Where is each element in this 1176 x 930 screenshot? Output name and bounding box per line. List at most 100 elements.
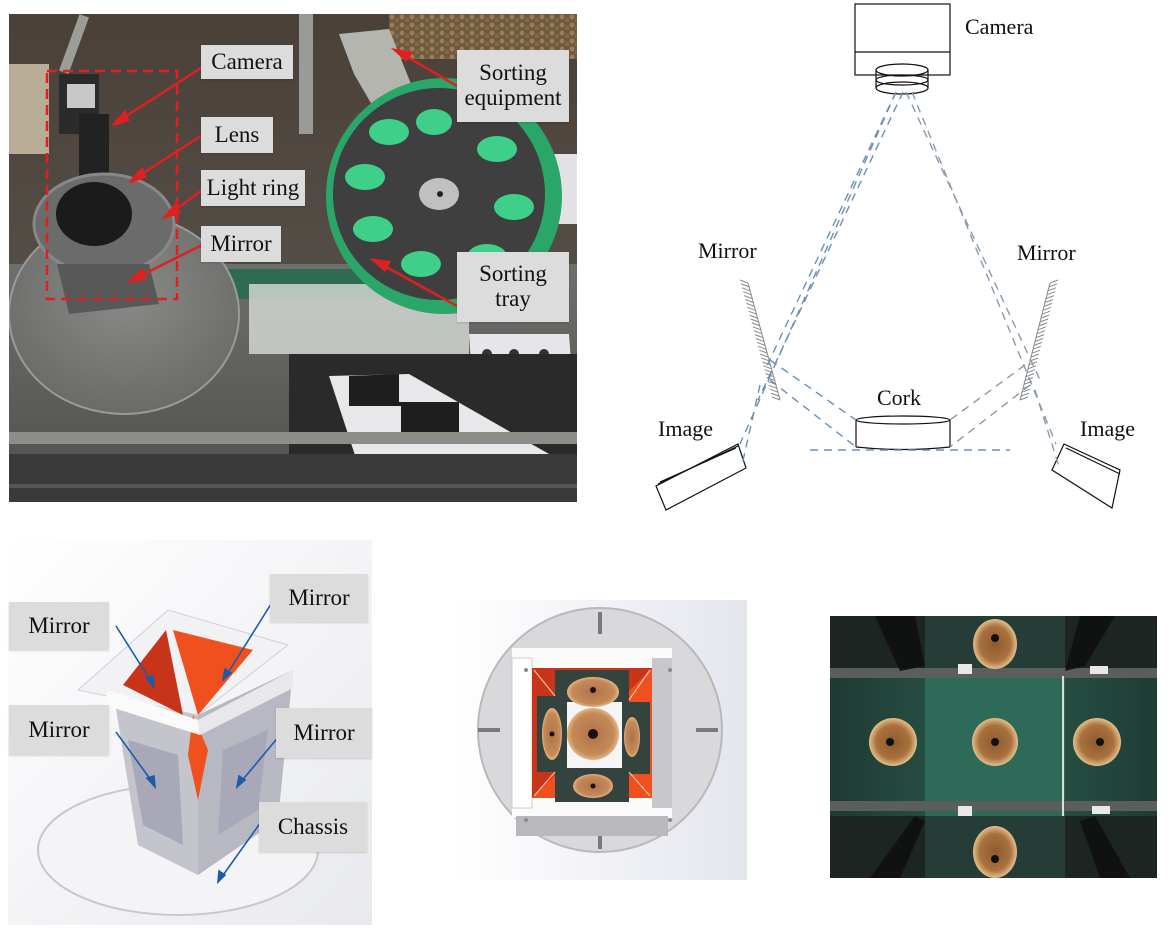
optics-label-camera: Camera (965, 14, 1034, 39)
photo-label-light-ring: Light ring (201, 170, 305, 206)
mirror-hatch-line (1036, 330, 1046, 335)
mirror-hatch-line (743, 291, 752, 296)
mirror-hatch-line (741, 287, 751, 292)
optics-diagram (655, 3, 1121, 511)
cad-label-mirror-top-left: Mirror (9, 602, 109, 650)
top-view-panel (452, 600, 747, 880)
mirror-hatch-line (754, 334, 764, 339)
label-text: Mirror (288, 584, 350, 610)
mirror-hatch-line (747, 306, 756, 311)
captured-image (830, 616, 1157, 878)
label-text: Camera (211, 48, 283, 74)
mirror-hatch-line (1043, 302, 1053, 307)
optics-label-image-left: Image (658, 416, 713, 441)
mirror-hatch-line (749, 314, 758, 319)
mirror-hatch-line (752, 326, 761, 331)
cad-model-panel: Mirror Mirror Mirror Mirror Chassis (8, 540, 372, 925)
photo-label-lens: Lens (201, 117, 273, 153)
top-view-render (452, 600, 747, 880)
mirror-hatch-line (751, 322, 760, 327)
mirror-hatch-line (759, 349, 768, 354)
left-image-shape (655, 443, 747, 511)
label-text: Chassis (277, 813, 349, 839)
captured-image-panel (830, 616, 1157, 878)
mirror-hatch-line (768, 384, 777, 389)
mirror-hatch-line (1035, 334, 1045, 339)
label-text: Mirror (293, 719, 355, 745)
mirror-hatch-line (762, 361, 771, 366)
label-text-line: tray (495, 286, 531, 311)
cad-label-mirror-bottom-right: Mirror (276, 708, 372, 758)
optics-label-cork: Cork (877, 385, 921, 410)
mirror-hatch-line (1030, 353, 1040, 358)
optics-label-image-right: Image (1080, 416, 1135, 441)
photo-panel: Camera Lens Light ring Mirror Sorting eq… (9, 14, 577, 502)
mirror-hatch-line (769, 388, 779, 393)
label-text-line: Sorting (479, 261, 547, 287)
photo-arrows (112, 47, 458, 308)
label-text: Lens (214, 121, 260, 147)
mirror-hatch-line (766, 377, 775, 381)
mirror-hatch-line (1049, 279, 1059, 284)
mirror-hatch-line (1044, 299, 1054, 303)
mirror-hatch-line (755, 338, 765, 342)
mirror-hatch-line (1047, 287, 1057, 292)
mirror-hatch-line (1021, 388, 1031, 393)
mirror-hatch-line (760, 353, 769, 358)
mirror-hatch-line (1040, 314, 1050, 319)
mirror-hatch-line (1031, 349, 1041, 354)
mirror-hatch-line (753, 330, 763, 335)
mirror-hatch-line (746, 302, 755, 307)
mirror-hatch-line (745, 299, 754, 303)
mirror-hatch-line (770, 392, 780, 397)
optics-diagram-panel: Camera Mirror Mirror Cork Image Image (620, 0, 1176, 520)
camera-assembly-highlight (45, 69, 179, 301)
label-text: Mirror (210, 230, 272, 256)
mirror-hatch-line (739, 279, 749, 284)
mirror-hatch-line (1019, 396, 1029, 401)
mirror-hatch-line (750, 318, 759, 323)
mirror-hatch-line (1039, 318, 1049, 323)
photo-label-mirror: Mirror (201, 226, 281, 262)
left-mirror-shape (739, 279, 781, 401)
mirror-hatch-line (756, 341, 766, 346)
optics-label-mirror-right: Mirror (1017, 240, 1076, 265)
mirror-hatch-line (1038, 322, 1048, 327)
mirror-hatch-line (1034, 338, 1044, 342)
mirror-hatch-line (1045, 295, 1055, 300)
mirror-hatch-line (761, 357, 770, 362)
mirror-hatch-line (1048, 283, 1058, 288)
label-text-line: Sorting (479, 60, 547, 86)
mirror-hatch-line (740, 283, 750, 288)
light-rays (739, 91, 1010, 466)
right-image-shape (1051, 443, 1121, 509)
mirror-hatch-line (748, 310, 757, 315)
photo-label-sorting-tray: Sorting tray (457, 252, 569, 322)
mirror-hatch-line (1041, 310, 1051, 315)
label-text: Light ring (206, 174, 300, 200)
mirror-hatch-line (1042, 306, 1052, 311)
mirror-hatch-line (757, 345, 767, 350)
label-text-line: equipment (464, 85, 562, 110)
cad-arrows (115, 595, 281, 885)
mirror-hatch-line (1026, 369, 1036, 374)
mirror-hatch-line (1025, 373, 1035, 378)
cad-label-chassis: Chassis (259, 802, 367, 852)
mirror-hatch-line (1020, 392, 1030, 397)
lens-shape (875, 63, 929, 95)
cork-shape (855, 415, 951, 451)
mirror-hatch-line (1032, 345, 1042, 350)
mirror-hatch-line (1027, 365, 1037, 370)
photo-label-sorting-equipment: Sorting equipment (457, 50, 569, 122)
mirror-hatch-line (744, 295, 753, 300)
mirror-hatch-line (771, 396, 781, 401)
photo-label-camera: Camera (201, 45, 293, 79)
label-text: Mirror (28, 612, 90, 638)
mirror-hatch-line (1037, 326, 1047, 331)
mirror-hatch-line (1033, 341, 1043, 346)
optics-label-mirror-left: Mirror (698, 238, 757, 263)
mirror-hatch-line (763, 365, 772, 370)
light-rays-right (905, 91, 1061, 471)
mirror-hatch-line (1046, 291, 1056, 296)
cad-label-mirror-bottom-left: Mirror (9, 705, 109, 755)
